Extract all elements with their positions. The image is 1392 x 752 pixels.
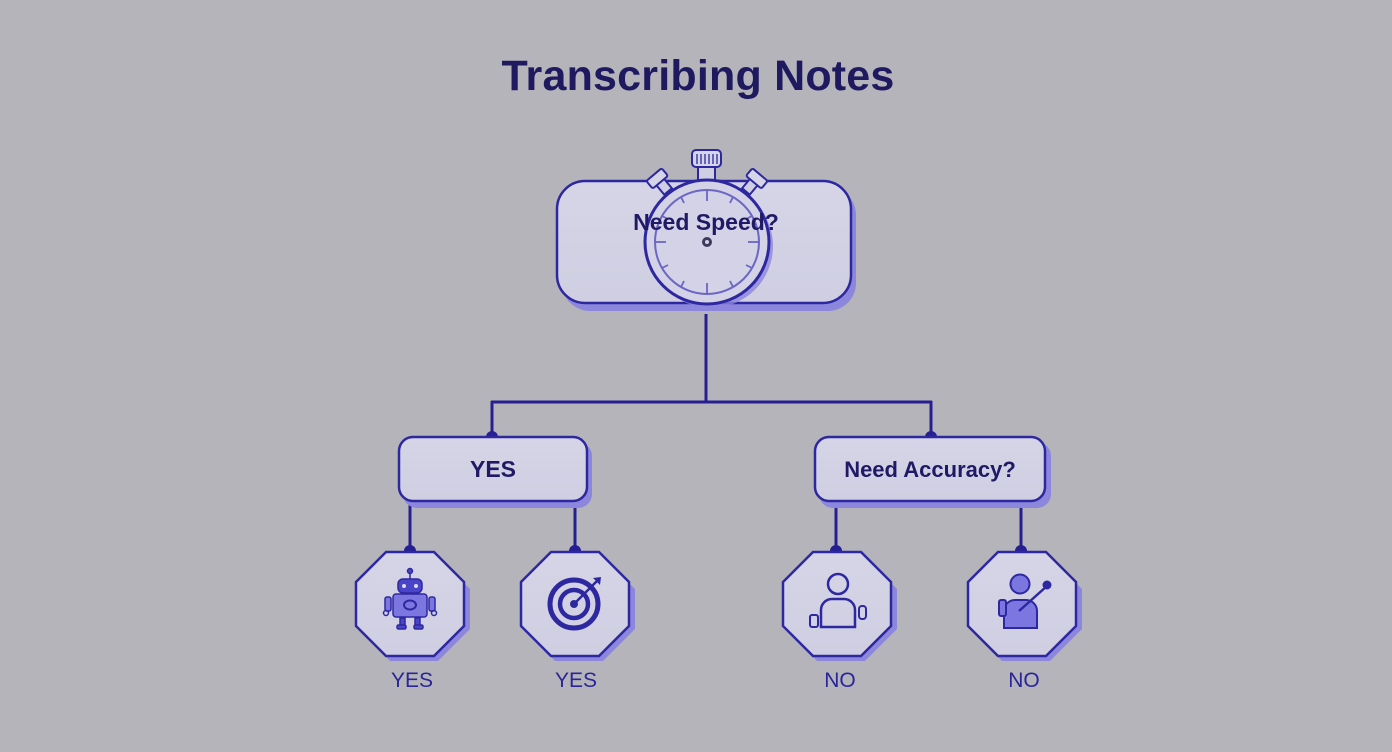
leaf-label-person: NO [824,669,856,692]
stopwatch-icon [643,149,773,308]
leaf-label-target: YES [554,669,598,692]
root-node [555,149,856,311]
leaf-robot [354,550,470,661]
leaf-label-robot: YES [390,669,434,692]
yes-node [397,435,592,508]
person-icon [809,572,867,629]
target-icon [547,577,601,631]
diagram-title: Transcribing Notes [501,52,895,100]
leaf-label-person-pointer: NO [1008,669,1040,692]
robot-icon [382,567,438,630]
leaf-person-pointer [966,550,1082,661]
leaf-target [519,550,635,661]
accuracy-node-label: Need Accuracy? [844,457,1016,482]
connector-dots [404,431,1027,551]
person-pointer-icon [998,573,1052,629]
root-node-label: Need Speed? [633,209,779,235]
connectors [408,314,1023,551]
accuracy-node [813,435,1051,508]
leaf-person [781,550,897,661]
yes-node-label: YES [469,456,517,482]
